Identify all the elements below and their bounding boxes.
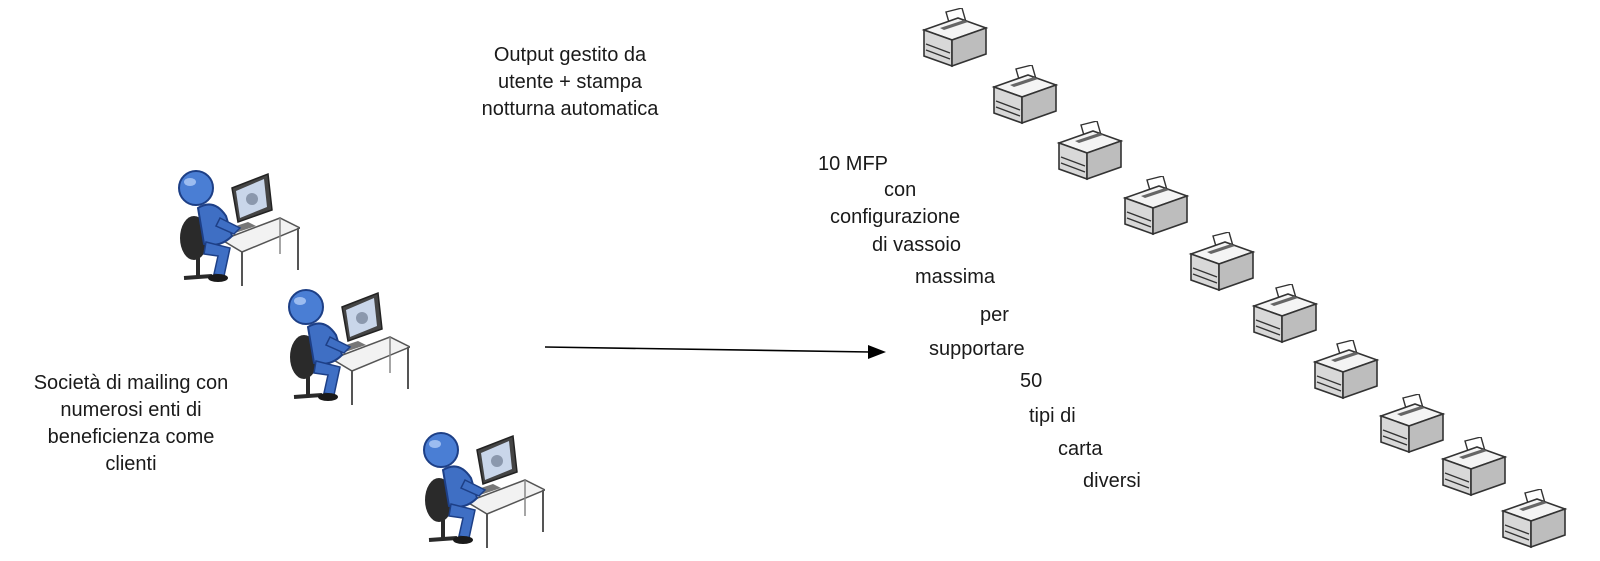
output-description: Output gestito da utente + stampa nottur… — [440, 42, 700, 123]
mfp-printer-icon — [923, 8, 987, 67]
client-description-line: beneficienza come — [47, 426, 215, 448]
client-description-line: numerosi enti di — [60, 399, 202, 421]
person-at-computer-icon — [422, 431, 545, 550]
printer-description-line: diversi — [1083, 470, 1141, 492]
printer-description-line: di vassoio — [872, 234, 961, 256]
printer-description-line: massima — [915, 266, 996, 288]
printer-description-line: 10 MFP — [818, 153, 889, 175]
printer-description-line: 50 — [1020, 370, 1043, 392]
printer-description-line: con — [884, 179, 917, 201]
printer-description-line: tipi di — [1029, 405, 1076, 427]
person-at-computer-icon — [177, 169, 300, 288]
mfp-printer-icon — [1190, 232, 1254, 291]
output-description-line: notturna automatica — [481, 98, 659, 120]
mfp-printer-icon — [1124, 176, 1188, 235]
output-description-line: utente + stampa — [498, 71, 642, 93]
client-description: Società di mailing con numerosi enti di … — [0, 370, 262, 478]
mfp-printer-icon — [1502, 489, 1566, 548]
output-description-line: Output gestito da — [493, 44, 647, 66]
mfp-printer-icon — [1253, 284, 1317, 343]
printer-description-line: configurazione — [830, 206, 961, 228]
client-description-line: clienti — [105, 453, 157, 475]
printer-description-line: carta — [1058, 438, 1103, 460]
printer-description-line: supportare — [929, 338, 1025, 360]
mfp-printer-icon — [1058, 121, 1122, 180]
person-at-computer-icon — [287, 288, 410, 407]
printer-description-line: per — [980, 304, 1009, 326]
mfp-printer-icon — [1314, 340, 1378, 399]
client-description-line: Società di mailing con — [33, 372, 229, 394]
mfp-printer-icon — [993, 65, 1057, 124]
